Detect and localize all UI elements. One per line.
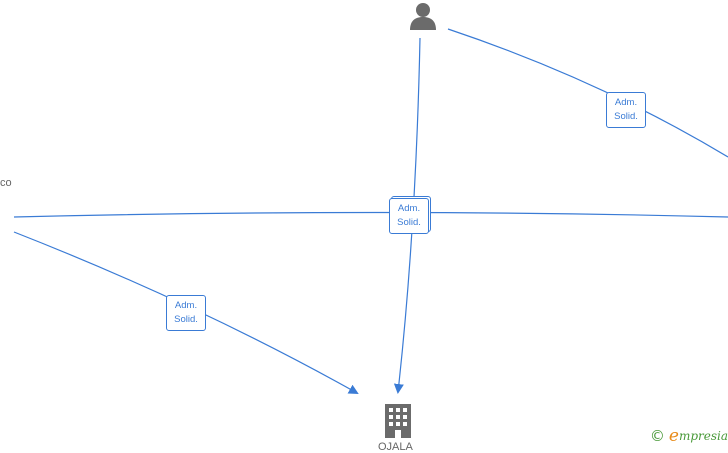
- relation-label-top-right[interactable]: Adm. Solid.: [606, 92, 646, 128]
- company-name[interactable]: OJALA: [378, 441, 413, 453]
- relation-type: Solid.: [614, 111, 638, 122]
- relation-type: Solid.: [397, 217, 421, 228]
- relation-role: Adm.: [614, 97, 638, 108]
- copyright-icon: ©: [649, 427, 665, 445]
- relation-role: Adm.: [397, 203, 421, 214]
- brand-logo-initial: e: [668, 426, 679, 446]
- building-icon[interactable]: [383, 402, 413, 443]
- person-icon[interactable]: [408, 1, 438, 36]
- brand-logo-text: mpresia: [678, 429, 728, 443]
- edge-person-to-right: [447, 28, 728, 158]
- left-person-name[interactable]: co: [0, 177, 12, 189]
- relation-role: Adm.: [174, 300, 198, 311]
- relation-label-center[interactable]: Adm. Solid.: [389, 198, 429, 234]
- brand-footer: © e mpresia: [650, 426, 728, 446]
- edge-left-to-right: [13, 211, 728, 218]
- relation-type: Solid.: [174, 314, 198, 325]
- relation-label-bottom-left[interactable]: Adm. Solid.: [166, 295, 206, 331]
